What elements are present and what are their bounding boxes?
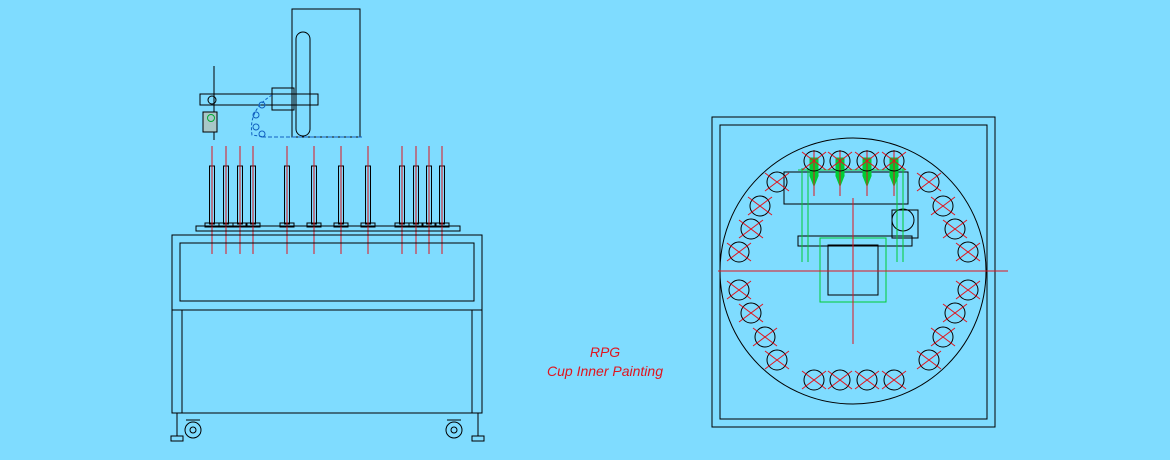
- cup: [942, 218, 968, 240]
- cup: [827, 150, 853, 172]
- cable-chain: [250, 94, 273, 138]
- spray-gun: [862, 150, 872, 196]
- turntable-plate: [195, 225, 461, 232]
- cup: [764, 171, 790, 193]
- spindle-group: [204, 146, 450, 254]
- spray-gun-group: [809, 150, 899, 196]
- cup: [955, 279, 981, 301]
- cup: [764, 349, 790, 371]
- spindle: [218, 146, 234, 254]
- cup: [801, 150, 827, 172]
- spindle: [408, 146, 424, 254]
- spindle: [434, 146, 450, 254]
- top-view: [711, 116, 1008, 428]
- spindle: [333, 146, 349, 254]
- drawing-title: RPG: [589, 344, 621, 360]
- drive-bracket: [891, 209, 919, 239]
- spindle: [394, 146, 410, 254]
- cup: [752, 326, 778, 348]
- outer-frame: [711, 116, 996, 428]
- gun-clamp: [207, 95, 217, 105]
- spindle: [306, 146, 322, 254]
- cup: [930, 326, 956, 348]
- spray-gun: [889, 150, 899, 196]
- cup: [801, 369, 827, 391]
- cup: [854, 369, 880, 391]
- cup: [916, 171, 942, 193]
- vertical-column: [291, 8, 361, 138]
- front-view: [170, 8, 485, 442]
- cup: [747, 195, 773, 217]
- chain-links: [252, 101, 266, 138]
- cup: [854, 150, 880, 172]
- cup: [738, 302, 764, 324]
- drawing-subtitle: Cup Inner Painting: [547, 363, 663, 379]
- cup-group: [726, 150, 981, 391]
- spindle: [232, 146, 248, 254]
- cup: [930, 195, 956, 217]
- cup: [881, 150, 907, 172]
- spray-gun: [809, 150, 819, 196]
- cup: [726, 279, 752, 301]
- spindle: [245, 146, 261, 254]
- cup: [827, 369, 853, 391]
- cup: [942, 302, 968, 324]
- cup: [726, 241, 752, 263]
- arm-carriage: [271, 87, 295, 111]
- right-caster: [445, 419, 463, 439]
- right-leg: [471, 309, 483, 414]
- spindle: [360, 146, 376, 254]
- spray-gun: [835, 150, 845, 196]
- base-frame: [171, 234, 483, 414]
- centerlines: [718, 198, 1008, 344]
- gun-body: [202, 111, 218, 133]
- base-panel: [179, 242, 475, 302]
- gun-valve: [207, 114, 215, 122]
- carriage-plate: [797, 235, 913, 247]
- column-slot: [295, 31, 311, 137]
- cup: [738, 218, 764, 240]
- left-caster: [184, 419, 202, 439]
- carriage-beam: [783, 171, 909, 205]
- cup: [881, 369, 907, 391]
- cup: [916, 349, 942, 371]
- spindle: [421, 146, 437, 254]
- gun-rails: [798, 168, 905, 262]
- spindle: [279, 146, 295, 254]
- cup: [955, 241, 981, 263]
- spindle: [204, 146, 220, 254]
- leveling-feet: [170, 413, 485, 442]
- left-leg: [171, 309, 183, 414]
